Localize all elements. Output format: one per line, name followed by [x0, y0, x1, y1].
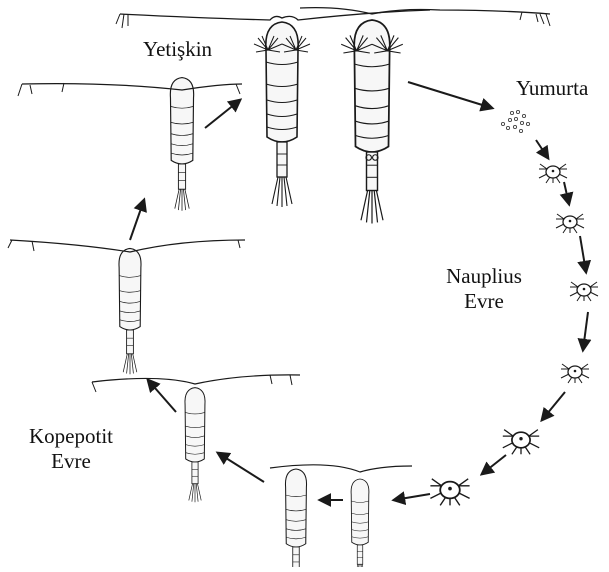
arrow-top-to-adult — [205, 100, 240, 128]
label-adult: Yetişkin — [143, 37, 212, 62]
copepodite-middle-left — [185, 388, 205, 503]
arrow-n1-to-n2 — [564, 182, 569, 204]
adult-copepod-right — [341, 20, 403, 224]
label-copepodite-line1: Kopepotit — [18, 424, 124, 449]
nauplius-3 — [570, 282, 598, 301]
arrow-n3-to-n4 — [583, 312, 588, 350]
label-copepodite-line2: Evre — [18, 449, 124, 474]
copepodite-middle-antenna — [92, 375, 300, 384]
arrow-n5-to-n6 — [482, 455, 506, 474]
copepodite-bottom-large — [285, 469, 306, 567]
egg-cluster — [501, 110, 529, 132]
adult-copepod-left — [254, 22, 310, 207]
copepodite-upper-left — [119, 248, 141, 374]
arrow-n2-to-n3 — [580, 236, 586, 272]
label-nauplius: Nauplius Evre — [438, 264, 530, 314]
label-egg: Yumurta — [516, 76, 588, 101]
copepodite-bottom-small — [351, 479, 369, 567]
nauplius-5 — [503, 430, 539, 455]
nauplius-2 — [556, 214, 584, 233]
arrow-copepodite-to-middle — [218, 453, 264, 482]
copepodite-top-antenna — [22, 84, 242, 90]
label-nauplius-line1: Nauplius — [438, 264, 530, 289]
copepodite-top-left — [170, 78, 193, 211]
label-nauplius-line2: Evre — [438, 289, 530, 314]
arrow-upper-to-top — [130, 200, 144, 240]
nauplius-1 — [539, 164, 567, 183]
arrow-egg-to-n1 — [536, 140, 548, 158]
arrow-n4-to-n5 — [542, 392, 565, 420]
nauplius-4 — [561, 364, 589, 383]
arrow-middle-to-upper — [148, 380, 176, 412]
label-copepodite: Kopepotit Evre — [18, 424, 124, 474]
arrow-n6-to-copepodite — [394, 494, 430, 500]
arrow-adult-to-egg — [408, 82, 492, 108]
nauplius-6 — [430, 479, 469, 506]
